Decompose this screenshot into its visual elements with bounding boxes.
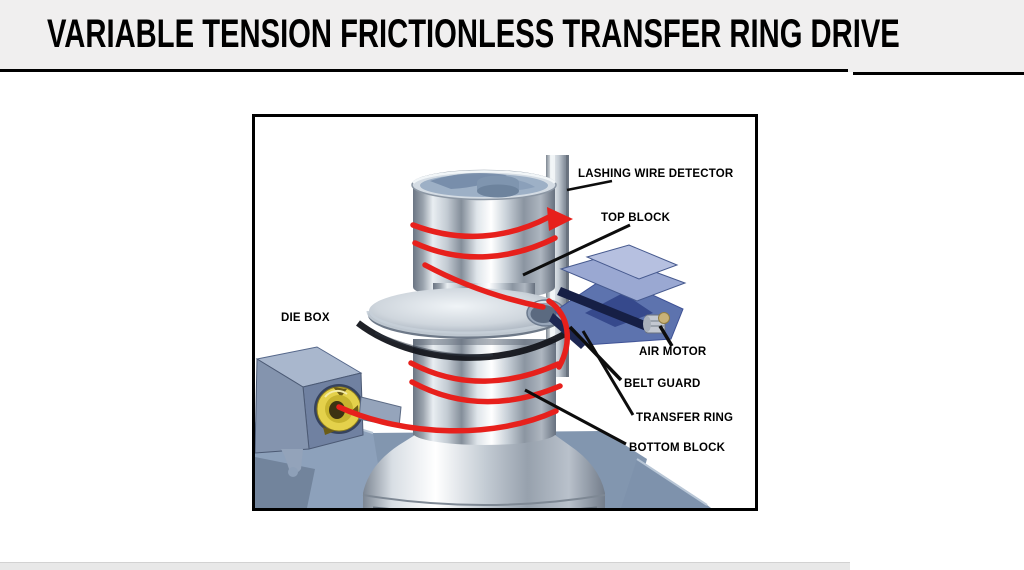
pedestal	[362, 435, 606, 508]
leader-lines	[522, 179, 674, 446]
leader-top-block	[522, 223, 631, 277]
header-rule-left	[0, 69, 848, 72]
label-transfer-ring: TRANSFER RING	[636, 412, 733, 424]
leader-lashing-wire-detector	[566, 179, 613, 192]
page-title: VARIABLE TENSION FRICTIONLESS TRANSFER R…	[47, 12, 900, 56]
red-wire	[336, 207, 573, 434]
footer-bar	[0, 562, 850, 570]
label-air-motor: AIR MOTOR	[639, 346, 707, 358]
leader-transfer-ring	[581, 330, 635, 416]
label-bottom-block: BOTTOM BLOCK	[629, 442, 726, 454]
header-rule-right	[853, 72, 1024, 75]
machine-illustration: LASHING WIRE DETECTOR TOP BLOCK DIE BOX …	[255, 155, 734, 508]
label-die-box: DIE BOX	[281, 312, 330, 324]
figure-labels: LASHING WIRE DETECTOR TOP BLOCK DIE BOX …	[281, 168, 734, 454]
transfer-ring-arm	[549, 244, 687, 349]
leader-bottom-block	[524, 388, 627, 446]
label-lashing-wire-detector: LASHING WIRE DETECTOR	[578, 168, 734, 180]
label-top-block: TOP BLOCK	[601, 212, 671, 224]
figure-frame: LASHING WIRE DETECTOR TOP BLOCK DIE BOX …	[252, 114, 758, 511]
label-belt-guard: BELT GUARD	[624, 378, 701, 390]
leader-air-motor	[658, 325, 674, 347]
header-band-right	[840, 0, 1024, 72]
